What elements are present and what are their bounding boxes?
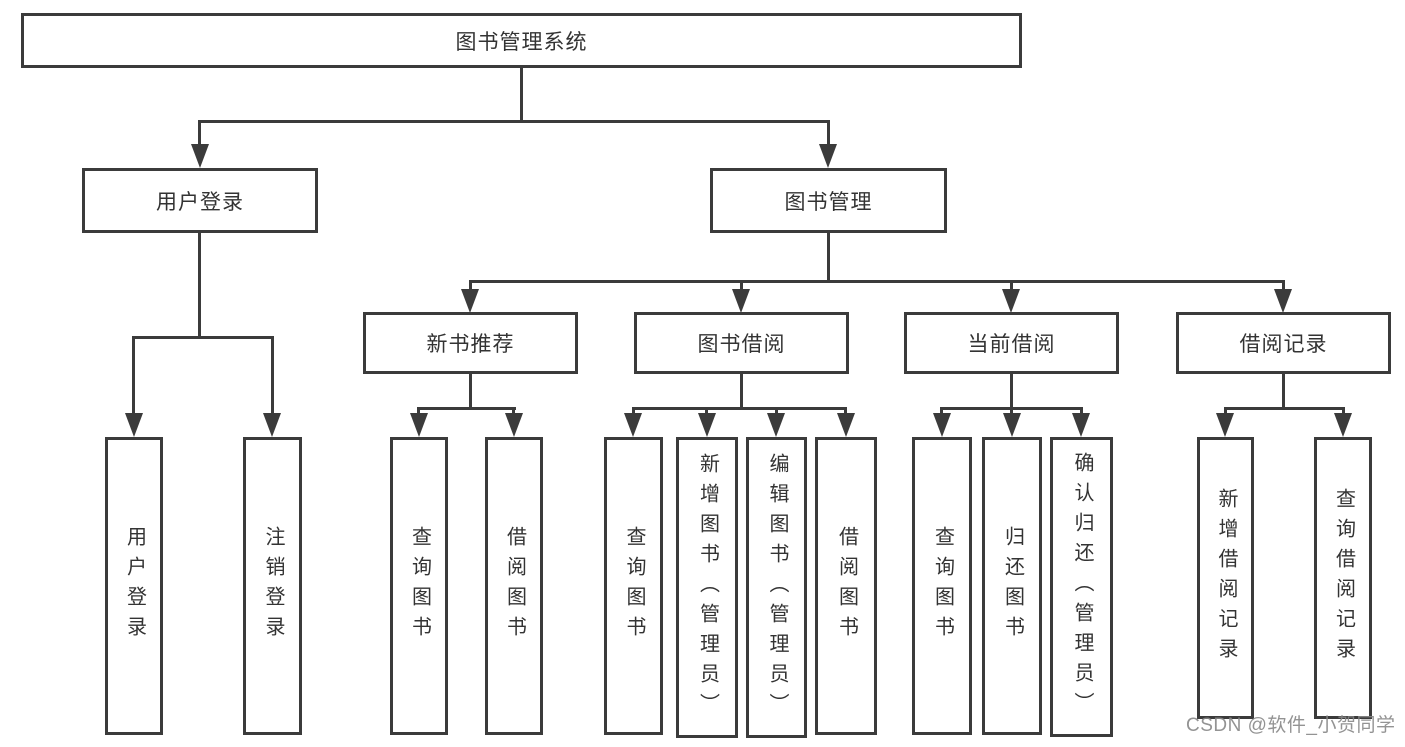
node-borrow-records: 借阅记录 xyxy=(1176,312,1391,374)
connector-level3-horizontal xyxy=(469,280,1285,283)
arrow-down-icon xyxy=(732,289,750,313)
connector-stem xyxy=(132,336,135,414)
leaf-label: 编辑图书（管理员） xyxy=(766,452,788,723)
node-book-borrow: 图书借阅 xyxy=(634,312,849,374)
leaf-label: 用户登录 xyxy=(123,526,146,646)
connector-stem xyxy=(775,407,778,416)
arrow-down-icon xyxy=(1274,289,1292,313)
node-user-login: 用户登录 xyxy=(82,168,318,233)
connector-stem xyxy=(844,407,847,416)
node-library-management-system: 图书管理系统 xyxy=(21,13,1022,68)
connector-stem xyxy=(827,120,830,146)
arrow-down-icon xyxy=(410,413,428,437)
connector-stem xyxy=(1010,280,1013,292)
leaf-return-book: 归还图书 xyxy=(982,437,1042,735)
connector-group-vertical xyxy=(1282,374,1285,407)
leaf-label: 查询借阅记录 xyxy=(1332,488,1355,668)
leaf-query-books-current: 查询图书 xyxy=(912,437,972,735)
arrow-down-icon xyxy=(1003,413,1021,437)
arrow-down-icon xyxy=(837,413,855,437)
arrow-down-icon xyxy=(191,144,209,168)
leaf-label: 新增借阅记录 xyxy=(1215,488,1237,668)
arrow-down-icon xyxy=(767,413,785,437)
leaf-label: 归还图书 xyxy=(1001,526,1024,646)
connector-stem xyxy=(1224,407,1227,416)
leaf-label: 查询图书 xyxy=(408,526,431,646)
leaf-label: 注销登录 xyxy=(262,526,284,646)
leaf-add-borrow-record: 新增借阅记录 xyxy=(1197,437,1254,719)
connector-stem xyxy=(940,407,943,416)
connector-book-mgmt-vertical xyxy=(827,233,830,280)
connector-stem xyxy=(705,407,708,416)
leaf-borrow-books: 借阅图书 xyxy=(815,437,877,735)
arrow-down-icon xyxy=(624,413,642,437)
connector-root-vertical xyxy=(520,68,523,120)
leaf-label: 借阅图书 xyxy=(503,526,526,646)
connector-stem xyxy=(198,120,201,146)
connector-group-vertical xyxy=(740,374,743,407)
leaf-label: 借阅图书 xyxy=(835,526,858,646)
connector-group-vertical xyxy=(469,374,472,407)
leaf-logout: 注销登录 xyxy=(243,437,302,735)
arrow-down-icon xyxy=(1002,289,1020,313)
arrow-down-icon xyxy=(1216,413,1234,437)
watermark-text: CSDN @软件_小贺同学 xyxy=(1186,715,1396,736)
connector-group-horizontal xyxy=(1224,407,1345,410)
arrow-down-icon xyxy=(698,413,716,437)
connector-stem xyxy=(512,407,515,416)
connector-user-login-vertical xyxy=(198,233,201,336)
arrow-down-icon xyxy=(933,413,951,437)
arrow-down-icon xyxy=(1072,413,1090,437)
node-new-book-recommend: 新书推荐 xyxy=(363,312,578,374)
leaf-user-login: 用户登录 xyxy=(105,437,163,735)
connector-stem xyxy=(1080,407,1083,416)
connector-stem xyxy=(740,280,743,292)
connector-stem xyxy=(271,336,274,414)
connector-stem xyxy=(1282,280,1285,292)
connector-user-login-horizontal xyxy=(132,336,274,339)
connector-stem xyxy=(632,407,635,416)
leaf-label: 查询图书 xyxy=(623,526,645,646)
arrow-down-icon xyxy=(125,413,143,437)
leaf-label: 确认归还（管理员） xyxy=(1071,452,1093,722)
connector-group-horizontal xyxy=(632,407,847,410)
node-current-borrow: 当前借阅 xyxy=(904,312,1119,374)
leaf-edit-book-admin: 编辑图书（管理员） xyxy=(746,437,807,738)
arrow-down-icon xyxy=(819,144,837,168)
connector-stem xyxy=(417,407,420,416)
connector-level2-horizontal xyxy=(198,120,830,123)
leaf-query-borrow-record: 查询借阅记录 xyxy=(1314,437,1372,719)
arrow-down-icon xyxy=(505,413,523,437)
connector-group-horizontal xyxy=(417,407,516,410)
node-book-management: 图书管理 xyxy=(710,168,947,233)
leaf-query-books-recommend: 查询图书 xyxy=(390,437,448,735)
leaf-query-books-borrow: 查询图书 xyxy=(604,437,663,735)
leaf-confirm-return-admin: 确认归还（管理员） xyxy=(1050,437,1113,737)
connector-group-vertical xyxy=(1010,374,1013,407)
arrow-down-icon xyxy=(461,289,479,313)
leaf-add-book-admin: 新增图书（管理员） xyxy=(676,437,738,738)
connector-stem xyxy=(1010,407,1013,416)
arrow-down-icon xyxy=(1334,413,1352,437)
leaf-borrow-books-recommend: 借阅图书 xyxy=(485,437,543,735)
leaf-label: 查询图书 xyxy=(931,526,954,646)
arrow-down-icon xyxy=(263,413,281,437)
connector-stem xyxy=(1342,407,1345,416)
connector-stem xyxy=(469,280,472,292)
leaf-label: 新增图书（管理员） xyxy=(696,452,719,723)
